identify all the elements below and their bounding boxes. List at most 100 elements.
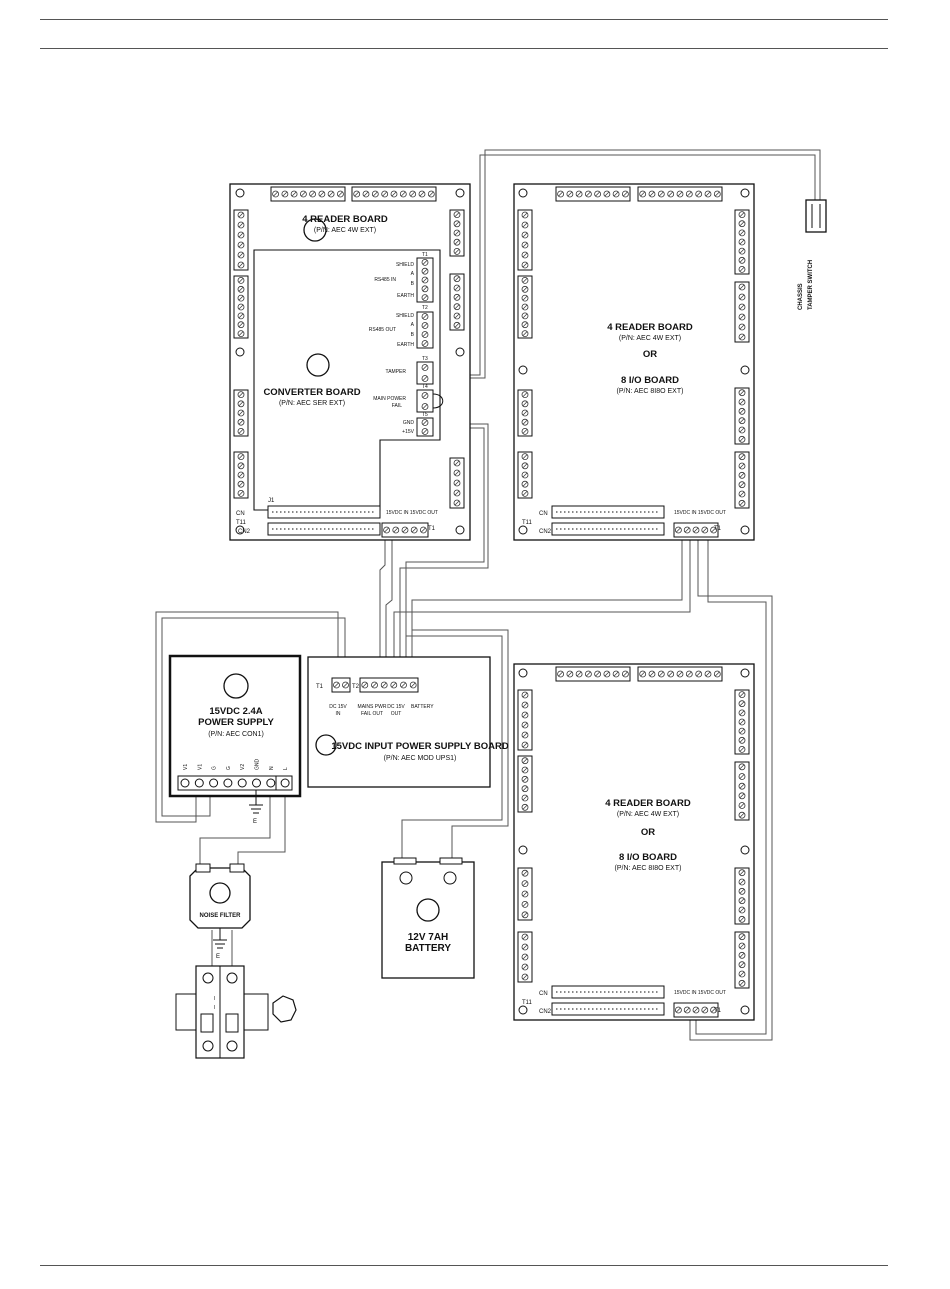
wire-psu-nl-b bbox=[237, 790, 286, 872]
screw-slot bbox=[739, 324, 745, 330]
screw-terminal bbox=[453, 211, 461, 219]
screw-terminal bbox=[237, 321, 245, 329]
screw-terminal bbox=[738, 293, 746, 301]
ups-dcout-label2: OUT bbox=[391, 711, 402, 717]
screw-slot bbox=[238, 463, 244, 469]
screw-slot bbox=[522, 881, 528, 886]
tl-pn: (P/N: AEC 4W EXT) bbox=[314, 227, 376, 234]
converter-pn: (P/N: AEC SER EXT) bbox=[279, 400, 345, 407]
screw-terminal bbox=[521, 285, 529, 293]
screw-slot bbox=[522, 454, 528, 459]
screw-terminal bbox=[738, 398, 746, 406]
screw-slot bbox=[422, 332, 428, 337]
screw-slot bbox=[668, 191, 673, 197]
screw-terminal bbox=[648, 670, 656, 678]
screw-slot bbox=[319, 191, 325, 197]
screw-terminal bbox=[657, 190, 665, 198]
screw-slot bbox=[739, 764, 745, 770]
screw-terminal bbox=[521, 911, 529, 919]
screw-slot bbox=[739, 463, 745, 469]
screw-terminal bbox=[612, 190, 620, 198]
screw-slot bbox=[739, 701, 745, 706]
screw-terminal bbox=[521, 933, 529, 941]
screw-terminal bbox=[738, 897, 746, 905]
screw-terminal bbox=[237, 231, 245, 239]
screw-terminal bbox=[738, 802, 746, 809]
screw-terminal bbox=[521, 869, 529, 877]
battery-line2: BATTERY bbox=[405, 943, 451, 954]
screw-terminal bbox=[390, 190, 398, 198]
screw-terminal bbox=[237, 276, 245, 284]
screw-slot bbox=[702, 527, 708, 533]
screw-slot bbox=[739, 692, 745, 697]
screw-slot bbox=[401, 191, 406, 197]
screw-terminal bbox=[453, 499, 461, 507]
screw-slot bbox=[739, 889, 745, 894]
screw-slot bbox=[454, 500, 460, 506]
conv-main-power: MAIN POWER bbox=[373, 396, 406, 402]
screw-slot bbox=[238, 454, 244, 459]
screw-terminal bbox=[738, 878, 746, 886]
screw-terminal bbox=[738, 462, 746, 470]
screw-slot bbox=[522, 242, 528, 248]
wire-ups-dcin-b bbox=[161, 617, 346, 817]
screw-terminal bbox=[738, 453, 746, 461]
screw-slot bbox=[238, 419, 244, 425]
screw-slot bbox=[522, 491, 528, 496]
screw-slot bbox=[739, 294, 745, 300]
screw-terminal bbox=[657, 670, 665, 678]
screw-slot bbox=[711, 527, 716, 533]
board-bottom-right: 4 READER BOARD (P/N: AEC 4W EXT) OR 8 I/… bbox=[513, 663, 755, 1021]
psu-terminal-label: G bbox=[226, 766, 232, 770]
screw-terminal bbox=[738, 736, 746, 744]
screw-slot bbox=[343, 682, 348, 688]
screw-slot bbox=[739, 907, 745, 913]
screw-slot bbox=[334, 682, 339, 688]
screw-slot bbox=[291, 191, 297, 197]
screw-slot bbox=[739, 284, 745, 290]
screw-terminal bbox=[521, 251, 529, 259]
conv-fail: FAIL bbox=[392, 403, 403, 409]
screw-slot bbox=[715, 191, 720, 197]
board-top-left: 4 READER BOARD (P/N: AEC 4W EXT) CONVERT… bbox=[229, 183, 471, 541]
screw-terminal bbox=[361, 681, 369, 689]
screw-slot bbox=[684, 1007, 690, 1013]
screw-terminal bbox=[399, 190, 407, 198]
screw-slot bbox=[522, 295, 528, 301]
screw-terminal bbox=[409, 190, 417, 198]
screw-slot bbox=[522, 974, 528, 980]
screw-terminal bbox=[392, 526, 400, 534]
conv-t3-label: T3 bbox=[422, 356, 428, 362]
psu-terminal-label: V1 bbox=[183, 764, 189, 770]
screw-slot bbox=[522, 481, 528, 487]
psu-title1: 15VDC 2.4A bbox=[209, 706, 262, 717]
screw-terminal bbox=[410, 526, 418, 534]
screw-terminal bbox=[521, 785, 529, 793]
conv-a-1: A bbox=[411, 271, 415, 277]
psu-terminal-label: G bbox=[212, 766, 218, 770]
screw-terminal bbox=[421, 340, 429, 347]
screw-terminal bbox=[521, 391, 529, 399]
screw-slot bbox=[522, 278, 528, 283]
screw-slot bbox=[522, 287, 528, 292]
screw-slot bbox=[522, 712, 528, 718]
screw-terminal bbox=[383, 526, 391, 534]
screw-slot bbox=[422, 420, 428, 425]
screw-terminal bbox=[738, 417, 746, 425]
noise-filter: NOISE FILTER E bbox=[189, 863, 251, 960]
screw-terminal bbox=[421, 419, 429, 426]
psu-terminal-screw bbox=[209, 778, 219, 788]
psu-terminal-screw bbox=[223, 778, 233, 788]
screw-slot bbox=[659, 191, 664, 197]
screw-slot bbox=[739, 267, 745, 272]
screw-terminal bbox=[667, 670, 675, 678]
screw-slot bbox=[522, 419, 528, 425]
screw-terminal bbox=[453, 229, 461, 237]
screw-slot bbox=[419, 191, 425, 197]
screw-slot bbox=[739, 738, 745, 743]
screw-slot bbox=[739, 962, 745, 967]
screw-slot bbox=[739, 501, 745, 506]
screw-terminal bbox=[237, 480, 245, 488]
screw-terminal bbox=[738, 869, 746, 877]
screw-terminal bbox=[676, 670, 684, 678]
